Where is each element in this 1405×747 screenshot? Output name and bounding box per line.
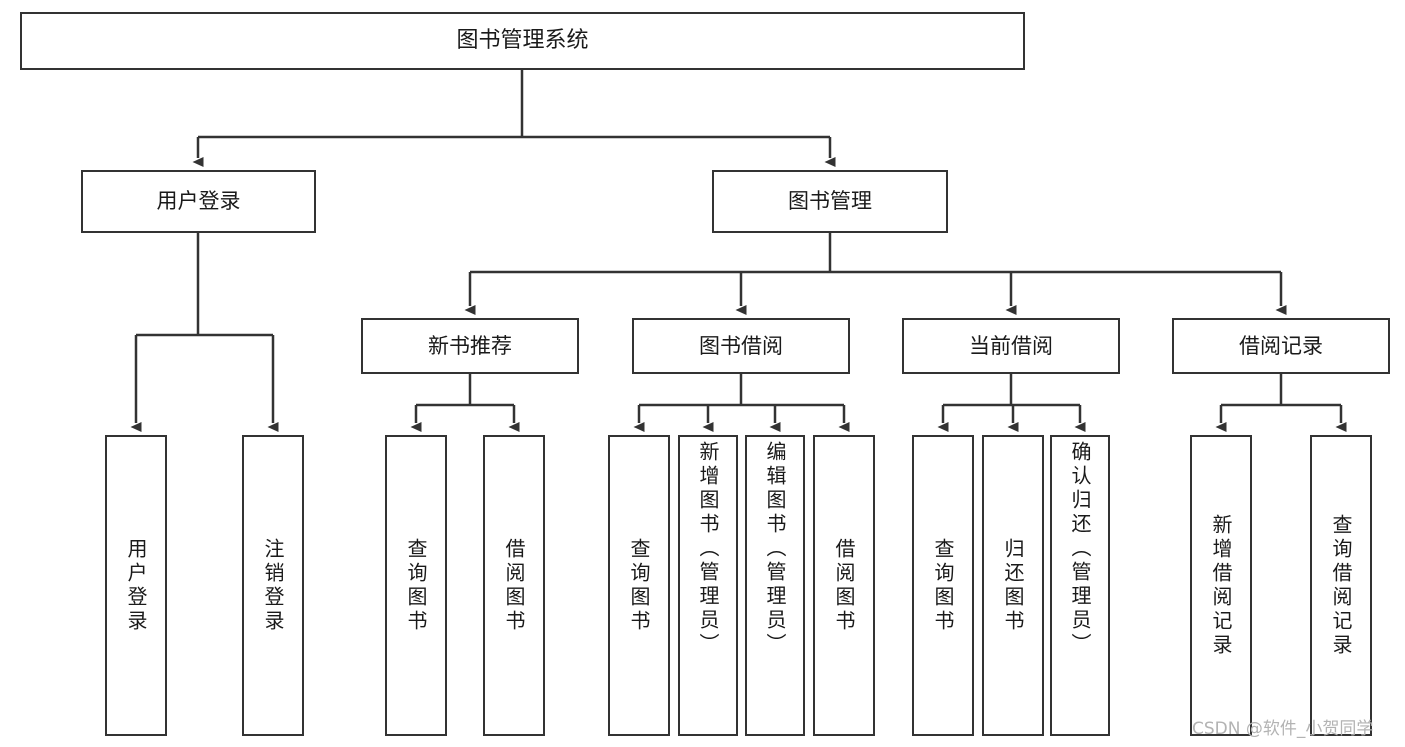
node-leaf-user-login-label: 用户登录 [124, 537, 148, 634]
node-book-manage[interactable]: 图书管理 [712, 170, 948, 233]
node-leaf-query-book-current[interactable]: 查询图书 [912, 435, 974, 736]
node-borrow-record-label: 借阅记录 [1239, 333, 1323, 358]
node-leaf-return-book-label: 归还图书 [1001, 537, 1025, 634]
node-leaf-user-logout-label: 注销登录 [261, 537, 285, 634]
node-leaf-edit-book[interactable]: 编辑图书（管理员） [745, 435, 805, 736]
node-leaf-borrow-book-recommend-label: 借阅图书 [502, 537, 526, 634]
node-new-book-recommend[interactable]: 新书推荐 [361, 318, 579, 374]
node-leaf-add-borrow-record-label: 新增借阅记录 [1209, 513, 1233, 658]
node-leaf-user-logout[interactable]: 注销登录 [242, 435, 304, 736]
node-leaf-confirm-return-label: 确认归还（管理员） [1068, 441, 1092, 657]
node-leaf-add-book[interactable]: 新增图书（管理员） [678, 435, 738, 736]
node-book-borrow[interactable]: 图书借阅 [632, 318, 850, 374]
node-current-borrow[interactable]: 当前借阅 [902, 318, 1120, 374]
node-leaf-query-book-recommend[interactable]: 查询图书 [385, 435, 447, 736]
csdn-watermark: CSDN @软件_小贺同学 [1192, 719, 1374, 739]
node-leaf-borrow-book-recommend[interactable]: 借阅图书 [483, 435, 545, 736]
node-leaf-query-book-borrow-label: 查询图书 [627, 537, 651, 634]
node-leaf-return-book[interactable]: 归还图书 [982, 435, 1044, 736]
node-root[interactable]: 图书管理系统 [20, 12, 1025, 70]
node-leaf-add-book-label: 新增图书（管理员） [696, 441, 720, 657]
node-user-login-label: 用户登录 [156, 189, 241, 214]
node-book-manage-label: 图书管理 [788, 189, 872, 214]
node-leaf-edit-book-label: 编辑图书（管理员） [763, 441, 787, 657]
node-leaf-user-login[interactable]: 用户登录 [105, 435, 167, 736]
node-current-borrow-label: 当前借阅 [969, 333, 1053, 358]
node-leaf-query-borrow-record-label: 查询借阅记录 [1329, 513, 1353, 658]
node-leaf-borrow-book-label: 借阅图书 [832, 537, 856, 634]
node-leaf-add-borrow-record[interactable]: 新增借阅记录 [1190, 435, 1252, 736]
node-user-login[interactable]: 用户登录 [81, 170, 316, 233]
node-new-book-recommend-label: 新书推荐 [428, 333, 512, 358]
node-leaf-query-book-current-label: 查询图书 [931, 537, 955, 634]
node-borrow-record[interactable]: 借阅记录 [1172, 318, 1390, 374]
node-leaf-confirm-return[interactable]: 确认归还（管理员） [1050, 435, 1110, 736]
node-leaf-borrow-book[interactable]: 借阅图书 [813, 435, 875, 736]
node-leaf-query-book-recommend-label: 查询图书 [404, 537, 428, 634]
node-leaf-query-book-borrow[interactable]: 查询图书 [608, 435, 670, 736]
node-leaf-query-borrow-record[interactable]: 查询借阅记录 [1310, 435, 1372, 736]
node-root-label: 图书管理系统 [456, 28, 589, 54]
node-book-borrow-label: 图书借阅 [699, 333, 783, 358]
